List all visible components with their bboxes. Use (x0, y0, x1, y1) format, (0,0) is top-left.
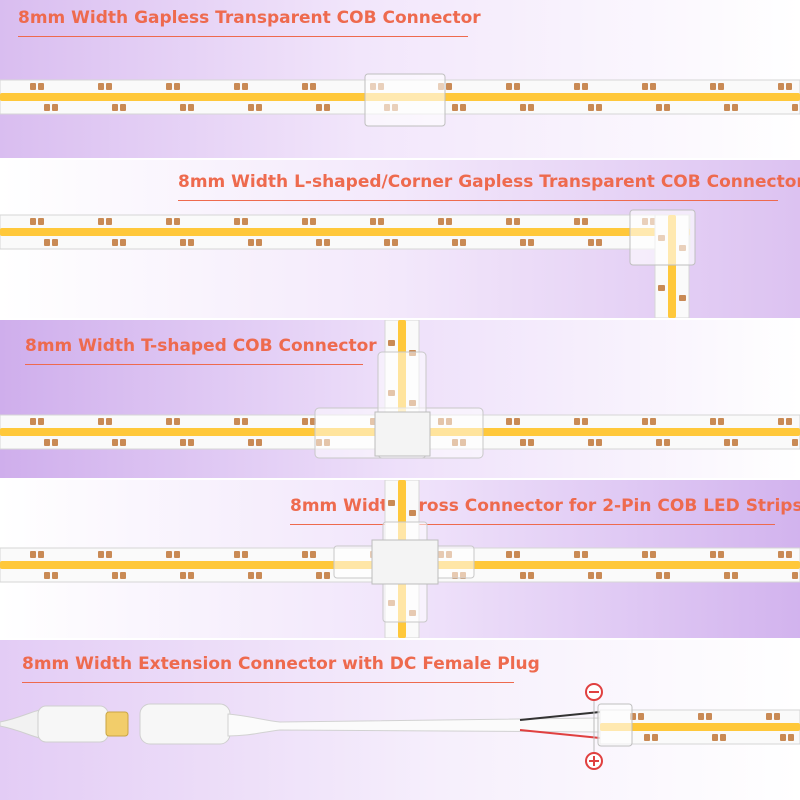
extension-graphic (0, 683, 800, 770)
dc-male-plug-tip (105, 711, 129, 737)
cross-connector-center (371, 539, 439, 585)
title-underline (18, 36, 468, 37)
title-underline (178, 200, 778, 201)
title-extension: 8mm Width Extension Connector with DC Fe… (22, 654, 540, 674)
title-tee: 8mm Width T-shaped COB Connector (25, 336, 377, 356)
title-underline (25, 364, 363, 365)
tee-strip-graphic (0, 320, 800, 459)
panel-tee-connector: 8mm Width T-shaped COB Connector (0, 320, 800, 478)
plus-icon (585, 752, 603, 770)
cob-led-strip (599, 709, 800, 745)
panel-straight-connector: 8mm Width Gapless Transparent COB Connec… (0, 0, 800, 158)
corner-connector (629, 209, 696, 266)
extension-connector-clip (597, 703, 633, 747)
title-corner: 8mm Width L-shaped/Corner Gapless Transp… (178, 172, 800, 192)
panel-extension-connector: 8mm Width Extension Connector with DC Fe… (0, 640, 800, 800)
dc-male-plug-body (37, 705, 109, 743)
straight-connector (364, 73, 446, 127)
title-straight: 8mm Width Gapless Transparent COB Connec… (18, 8, 481, 28)
panel-cross-connector: 8mm Width Cross Connector for 2-Pin COB … (0, 480, 800, 638)
cross-strip-graphic (0, 480, 800, 638)
wire-black (519, 711, 601, 721)
title-underline (22, 682, 514, 683)
tee-connector-center (374, 411, 431, 457)
corner-strip-graphic (0, 209, 696, 318)
title-underline (290, 524, 775, 525)
dc-female-plug (139, 703, 231, 745)
cable-left (0, 709, 41, 739)
panel-corner-connector: 8mm Width L-shaped/Corner Gapless Transp… (0, 160, 800, 318)
straight-strip-graphic (0, 73, 800, 127)
minus-icon (585, 683, 603, 701)
cob-led-strip (0, 214, 691, 250)
wire-red (519, 729, 601, 739)
